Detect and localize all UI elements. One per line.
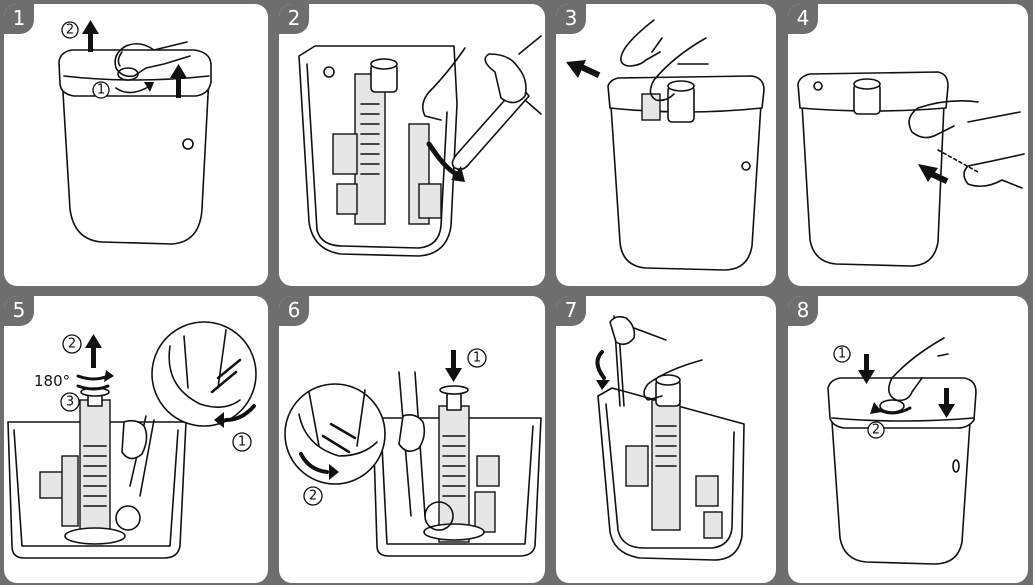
svg-text:2: 2	[68, 337, 76, 352]
step-7-illustration	[556, 296, 776, 583]
hand-icon	[610, 317, 634, 345]
callout-2: 2	[63, 335, 81, 353]
callout-1: 1	[468, 349, 486, 367]
flush-valve	[80, 400, 110, 540]
hand-icon	[964, 154, 1024, 188]
hand-icon	[621, 20, 662, 66]
step-panel-7: 7	[556, 296, 776, 583]
hand-icon	[485, 54, 526, 103]
callout-1: 1	[93, 82, 109, 98]
step-panel-4: 4	[788, 4, 1028, 286]
step-5-illustration: 2 180° 3 1	[4, 296, 268, 583]
callout-2: 2	[62, 22, 78, 38]
up-arrow-icon	[85, 334, 102, 368]
svg-text:1: 1	[238, 435, 246, 450]
step-panel-3: 3	[556, 4, 776, 286]
down-arrow-icon	[445, 350, 462, 382]
svg-text:1: 1	[97, 83, 105, 98]
step-8-illustration: 1 2	[788, 296, 1028, 583]
step-6-illustration: 1 2	[279, 296, 545, 583]
left-arrow-icon	[566, 60, 600, 78]
step-panel-2: 2	[279, 4, 545, 286]
zoom-detail	[152, 322, 256, 426]
step-panel-6: 6 1 2	[279, 296, 545, 583]
rotate-arrow-icon	[78, 376, 108, 389]
step-2-illustration	[279, 4, 545, 286]
rotate-arrow-icon	[597, 352, 604, 378]
svg-text:1: 1	[473, 351, 481, 366]
svg-text:3: 3	[66, 395, 74, 410]
rotation-label: 180°	[34, 372, 70, 390]
step-panel-8: 8 1 2	[788, 296, 1028, 583]
svg-text:2: 2	[309, 489, 317, 504]
step-panel-1: 1 2 1	[4, 4, 268, 286]
flush-valve	[652, 400, 680, 530]
callout-2: 2	[304, 487, 322, 505]
side-valve-icon	[183, 139, 193, 149]
callout-1: 1	[834, 346, 850, 362]
svg-text:2: 2	[66, 23, 74, 38]
callout-1: 1	[233, 433, 251, 451]
step-4-illustration	[788, 4, 1028, 286]
cistern-body	[62, 76, 209, 244]
svg-text:2: 2	[872, 423, 880, 438]
flush-valve	[439, 406, 469, 542]
cistern-body	[832, 422, 970, 564]
hand-icon	[122, 421, 147, 459]
svg-text:1: 1	[838, 347, 846, 362]
step-1-illustration: 2 1	[4, 4, 268, 286]
up-arrow-icon	[82, 20, 99, 52]
hand-icon	[399, 415, 424, 451]
cistern-body	[611, 104, 761, 270]
cistern-body	[802, 104, 944, 266]
callout-2: 2	[868, 422, 884, 438]
step-3-illustration	[556, 4, 776, 286]
callout-3: 3	[61, 393, 79, 411]
flush-valve	[355, 74, 385, 224]
step-panel-5: 5 2 180° 3 1	[4, 296, 268, 583]
